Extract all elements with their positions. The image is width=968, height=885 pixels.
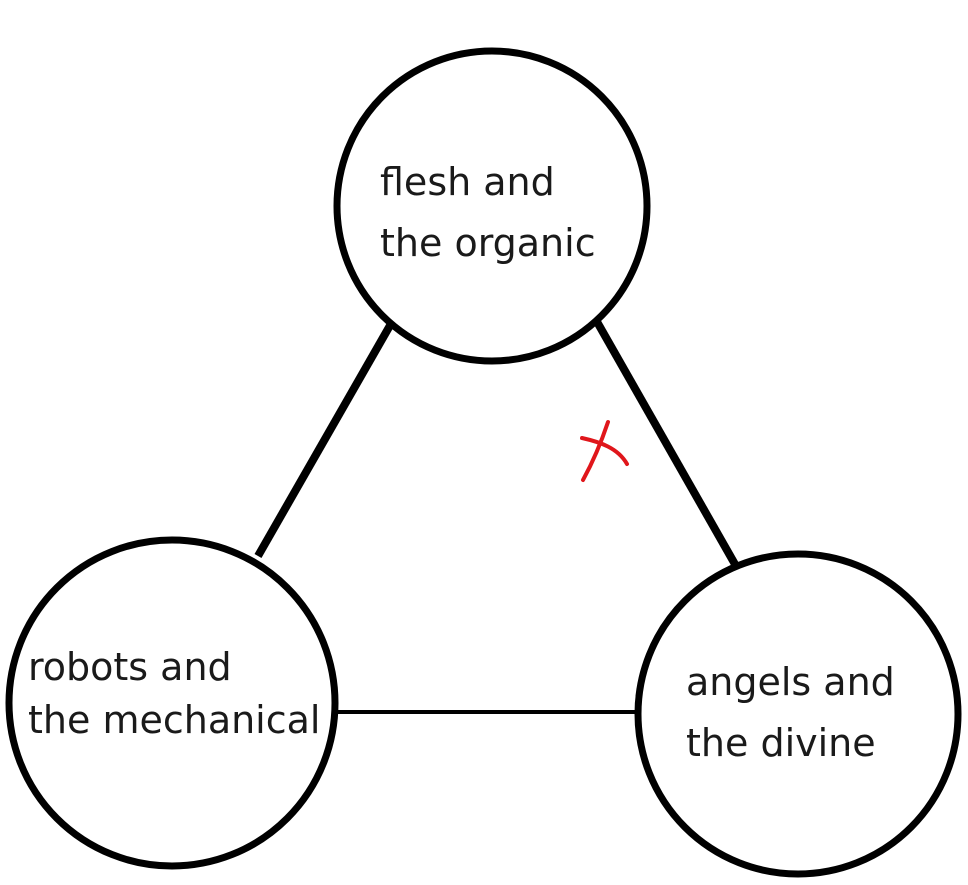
- red-x-mark-icon: [580, 420, 629, 482]
- node-label-left-line2: the mechanical: [28, 698, 320, 742]
- node-angels-divine: angels and the divine: [634, 550, 962, 878]
- node-flesh-organic: flesh and the organic: [333, 47, 651, 365]
- node-label-top-line1: flesh and: [380, 160, 555, 204]
- edge-top-left: [254, 320, 396, 558]
- red-x-mark-stroke-2: [580, 436, 629, 466]
- node-label-right-line2: the divine: [686, 721, 876, 765]
- node-label-top-line2: the organic: [380, 221, 596, 265]
- node-label-left-line1: robots and: [28, 645, 232, 689]
- edge-top-right: [592, 318, 740, 568]
- node-robots-mechanical: robots and the mechanical: [5, 536, 339, 870]
- node-circle-left: [5, 536, 339, 870]
- node-circle-top: [333, 47, 651, 365]
- node-circle-right: [634, 550, 962, 878]
- node-label-right-line1: angels and: [686, 660, 895, 704]
- red-x-mark-stroke-1: [581, 420, 610, 482]
